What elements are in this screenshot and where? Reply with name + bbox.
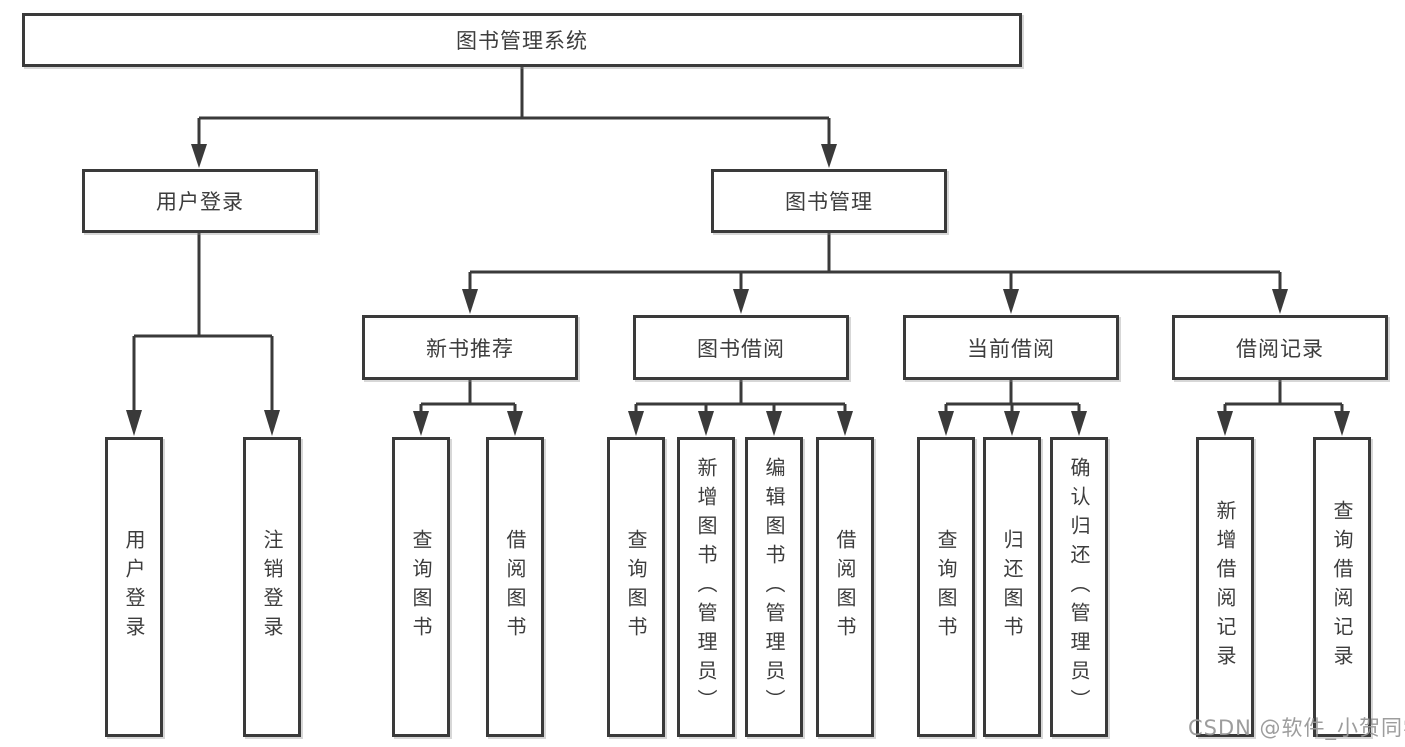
leaf-query-books-borrow-label: 查询图书 — [624, 529, 648, 645]
arrowhead — [698, 411, 714, 436]
leaf-borrow-books-borrow-label: 借阅图书 — [833, 529, 857, 645]
leaf-return-book-label: 归还图书 — [1000, 529, 1024, 645]
node-book-borrow-label: 图书借阅 — [697, 336, 785, 361]
node-borrow-records: 借阅记录 — [1172, 315, 1388, 380]
leaf-edit-book-admin: 编辑图书（管理员） — [745, 437, 803, 737]
connector-root-to-level2 — [197, 67, 831, 146]
node-book-management-label: 图书管理 — [785, 190, 873, 214]
leaf-user-login-label: 用户登录 — [122, 529, 146, 645]
arrowhead — [938, 411, 954, 436]
arrowhead — [264, 410, 280, 436]
arrowhead — [628, 411, 644, 436]
connector-bookmgmt-to-level3 — [468, 233, 1282, 291]
arrowhead — [1217, 411, 1233, 436]
leaf-add-borrow-record: 新增借阅记录 — [1196, 437, 1254, 737]
arrowheads — [126, 144, 1350, 436]
leaf-query-borrow-record-label: 查询借阅记录 — [1330, 500, 1354, 674]
leaf-query-books-newbooks-label: 查询图书 — [409, 529, 433, 645]
leaf-logout: 注销登录 — [243, 437, 301, 737]
node-user-login-label: 用户登录 — [156, 190, 244, 214]
node-new-book-recommend: 新书推荐 — [362, 315, 578, 380]
arrowhead — [733, 289, 749, 314]
leaf-return-book: 归还图书 — [983, 437, 1041, 737]
leaf-query-books-current-label: 查询图书 — [934, 529, 958, 645]
leaf-user-login: 用户登录 — [105, 437, 163, 737]
leaf-confirm-return-admin: 确认归还（管理员） — [1050, 437, 1108, 737]
arrowhead — [413, 411, 429, 436]
node-book-borrow: 图书借阅 — [633, 315, 849, 380]
arrowhead — [191, 144, 207, 168]
leaf-borrow-books-newbooks-label: 借阅图书 — [503, 529, 527, 645]
leaf-add-book-admin: 新增图书（管理员） — [677, 437, 735, 737]
node-book-management: 图书管理 — [711, 169, 947, 233]
leaf-edit-book-admin-label: 编辑图书（管理员） — [762, 456, 786, 718]
arrowhead — [1003, 289, 1019, 314]
leaf-add-book-admin-label: 新增图书（管理员） — [694, 456, 718, 718]
arrowhead — [1334, 411, 1350, 436]
leaf-query-borrow-record: 查询借阅记录 — [1313, 437, 1371, 737]
leaf-borrow-books-newbooks: 借阅图书 — [486, 437, 544, 737]
leaf-query-books-current: 查询图书 — [917, 437, 975, 737]
leaf-query-books-borrow: 查询图书 — [607, 437, 665, 737]
arrowhead — [462, 289, 478, 314]
leaf-add-borrow-record-label: 新增借阅记录 — [1213, 500, 1237, 674]
node-user-login: 用户登录 — [82, 169, 318, 233]
leaf-confirm-return-admin-label: 确认归还（管理员） — [1067, 456, 1091, 718]
connector-userlogin-to-leaves — [132, 233, 274, 412]
node-root-label: 图书管理系统 — [456, 29, 588, 53]
connector-current-to-leaves — [944, 380, 1081, 413]
node-new-book-recommend-label: 新书推荐 — [426, 336, 514, 361]
arrowhead — [837, 411, 853, 436]
leaf-borrow-books-borrow: 借阅图书 — [816, 437, 874, 737]
arrowhead — [1272, 289, 1288, 314]
arrowhead — [126, 410, 142, 436]
connector-borrow-to-leaves — [634, 380, 847, 413]
arrowhead — [766, 411, 782, 436]
arrowhead — [1071, 411, 1087, 436]
arrowhead — [821, 144, 837, 168]
node-root: 图书管理系统 — [22, 13, 1022, 67]
csdn-watermark: CSDN @软件_小贺同学 — [1188, 716, 1405, 740]
leaf-query-books-newbooks: 查询图书 — [392, 437, 450, 737]
connector-newbooks-to-leaves — [419, 380, 517, 413]
connector-records-to-leaves — [1223, 380, 1344, 413]
arrowhead — [1004, 411, 1020, 436]
node-current-borrow: 当前借阅 — [903, 315, 1119, 380]
node-borrow-records-label: 借阅记录 — [1236, 336, 1324, 361]
arrowhead — [507, 411, 523, 436]
leaf-logout-label: 注销登录 — [260, 529, 284, 645]
node-current-borrow-label: 当前借阅 — [967, 336, 1055, 361]
